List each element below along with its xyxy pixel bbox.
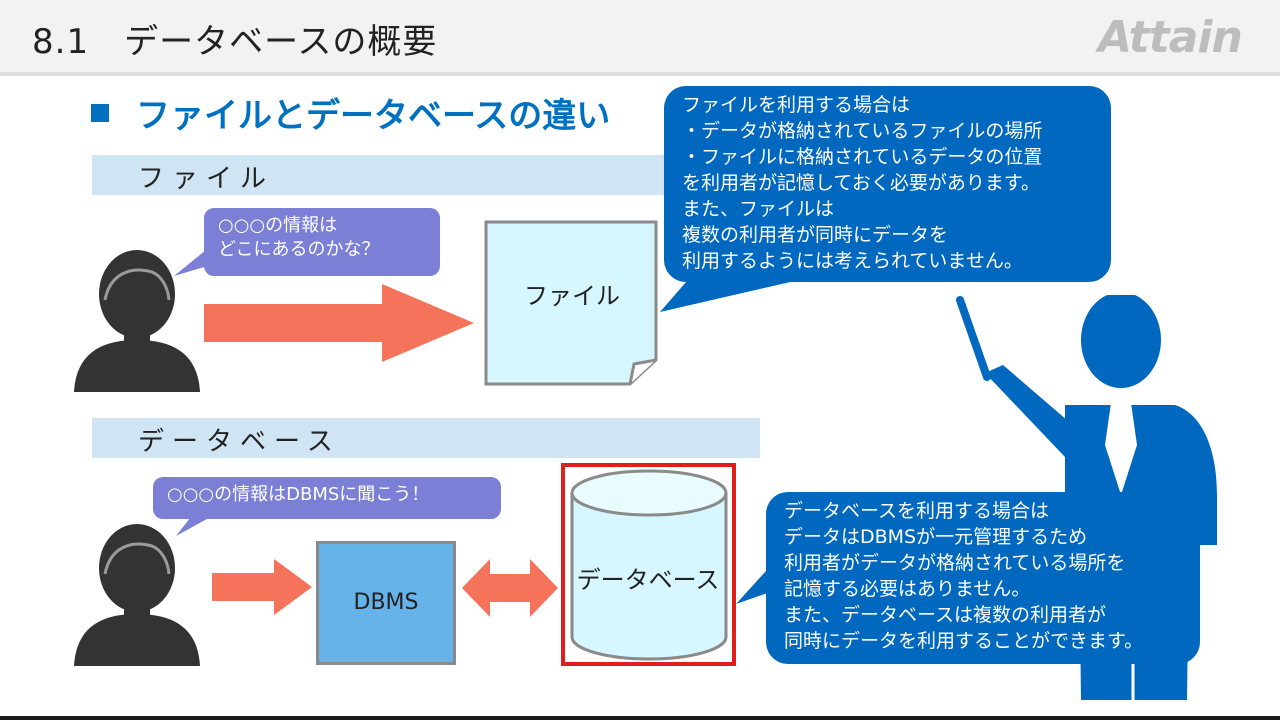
file-section-band	[92, 155, 760, 195]
user-silhouette-icon	[74, 250, 200, 392]
callout-line: ・データが格納されているファイルの場所	[682, 120, 1043, 142]
right-arrow-icon	[212, 559, 312, 615]
callout-line: また、ファイルは	[682, 198, 835, 220]
callout-line: 利用者がデータが格納されている場所を	[784, 552, 1126, 574]
database-section-band	[92, 418, 760, 458]
header-bar	[0, 0, 1280, 72]
dbms-label: DBMS	[353, 590, 419, 615]
database-section-label: データベース	[138, 427, 341, 457]
bubble-line: どこにあるのかな？	[218, 239, 380, 260]
callout-line: また、データベースは複数の利用者が	[784, 604, 1107, 626]
callout-line: 同時にデータを利用することができます。	[784, 630, 1144, 652]
database-explanation-callout: データベースを利用する場合は データはDBMSが一元管理するため 利用者がデータ…	[766, 492, 1200, 664]
slide-title: 8.1 データベースの概要	[32, 22, 438, 62]
document-icon	[484, 220, 658, 386]
callout-line: を利用者が記憶しておく必要があります。	[682, 172, 1040, 194]
callout-line: 複数の利用者が同時にデータを	[682, 224, 949, 246]
database-highlight-frame	[561, 463, 736, 666]
callout-line: ・ファイルに格納されているデータの位置	[682, 146, 1043, 168]
dbms-box	[316, 541, 456, 665]
file-section-label: ファイル	[138, 164, 275, 194]
callout-line: ファイルを利用する場合は	[682, 94, 911, 116]
header-divider	[0, 72, 1280, 76]
callout-line: データはDBMSが一元管理するため	[784, 526, 1088, 548]
brand-logo: Attain	[1098, 12, 1243, 63]
bubble-line: ○○○の情報は	[218, 215, 338, 236]
question-bubble: ○○○の情報は どこにあるのかな？	[204, 208, 440, 276]
right-arrow-icon	[204, 284, 474, 362]
callout-line: 利用するようには考えられていません。	[682, 250, 1023, 272]
user-silhouette-icon	[74, 524, 200, 666]
file-explanation-callout: ファイルを利用する場合は ・データが格納されているファイルの場所 ・ファイルに格…	[664, 86, 1111, 282]
dbms-bubble: ○○○の情報はDBMSに聞こう！	[153, 477, 501, 519]
file-label: ファイル	[524, 282, 620, 310]
section-heading: ファイルとデータベースの違い	[136, 96, 611, 136]
double-arrow-icon	[462, 559, 558, 617]
callout-line: 記憶する必要はありません。	[784, 578, 1031, 600]
bottom-border	[0, 716, 1280, 720]
database-label: データベース	[576, 566, 720, 594]
callout-line: データベースを利用する場合は	[784, 500, 1050, 522]
database-cylinder-icon	[570, 469, 728, 661]
bullet-square-icon	[91, 104, 109, 122]
